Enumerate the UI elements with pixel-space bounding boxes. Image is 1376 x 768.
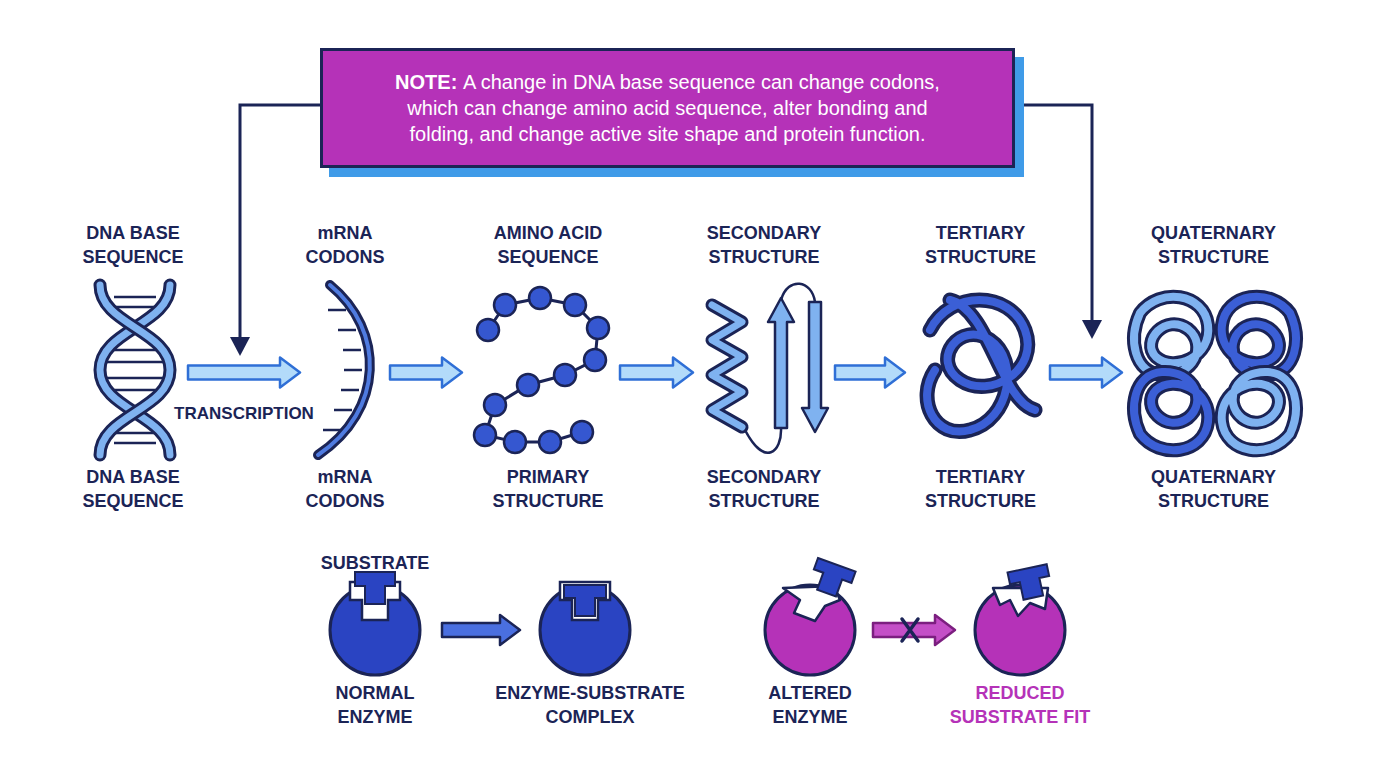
substrate-shape bbox=[808, 558, 856, 600]
substrate-shape bbox=[564, 585, 606, 616]
subunit bbox=[1134, 372, 1208, 450]
note-heading: NOTE: bbox=[395, 71, 457, 93]
subunit-outline bbox=[1134, 372, 1208, 450]
connector-label: TRANSCRIPTION bbox=[174, 403, 314, 425]
stage-panel: TERTIARY STRUCTURETERTIARY STRUCTURE bbox=[905, 285, 1050, 460]
amino-acid bbox=[587, 317, 609, 339]
stage-label: QUATERNARY STRUCTURE bbox=[1114, 465, 1314, 513]
flow-arrow bbox=[873, 615, 955, 645]
beta-strand bbox=[768, 298, 794, 428]
amino-acid bbox=[571, 421, 593, 443]
altered-enzyme-body bbox=[975, 585, 1065, 675]
mrna-strand bbox=[318, 285, 370, 455]
substrate-shape bbox=[1008, 564, 1053, 602]
stage-label: SECONDARY STRUCTURE bbox=[679, 465, 849, 513]
dna-strand bbox=[100, 285, 170, 455]
pointer-head bbox=[230, 337, 250, 356]
subunit bbox=[1222, 372, 1296, 450]
stage-label: TERTIARY STRUCTURE bbox=[896, 465, 1066, 513]
peptide-bond bbox=[485, 298, 598, 442]
flow-arrow bbox=[835, 358, 905, 388]
stage-label: PRIMARY STRUCTURE bbox=[463, 465, 633, 513]
flow-arrow bbox=[442, 615, 520, 645]
pointer-head bbox=[1082, 320, 1102, 339]
subunit bbox=[1222, 297, 1296, 375]
enzyme-panel: ALTERED ENZYME bbox=[765, 585, 855, 675]
connector-group bbox=[188, 358, 300, 388]
amino-acid bbox=[584, 349, 606, 371]
block-mark bbox=[902, 619, 918, 641]
subunit-outline bbox=[1222, 297, 1296, 375]
stage-panel: QUATERNARY STRUCTUREQUATERNARY STRUCTURE bbox=[1122, 285, 1305, 460]
folded-chain-outline bbox=[927, 300, 1035, 432]
amino-acid bbox=[529, 287, 551, 309]
amino-acid bbox=[474, 424, 496, 446]
connector-group bbox=[620, 358, 693, 388]
pointer-line bbox=[240, 105, 320, 340]
loop-line bbox=[745, 284, 815, 453]
subunit bbox=[1134, 297, 1208, 375]
flow-arrow bbox=[1050, 358, 1122, 388]
enzyme-panel: ENZYME-SUBSTRATE COMPLEX bbox=[540, 585, 630, 675]
stage-label: ALTERED ENZYME bbox=[750, 681, 870, 729]
subunit-outline bbox=[1134, 297, 1208, 375]
alpha-helix bbox=[712, 305, 742, 427]
note-text-block: NOTE:A change in DNA base sequence can c… bbox=[384, 69, 952, 147]
connector-group bbox=[1050, 358, 1122, 388]
amino-acid bbox=[539, 431, 561, 453]
active-site bbox=[560, 582, 610, 620]
stage-label: DNA BASE SEQUENCE bbox=[68, 465, 198, 513]
stage-label: mRNA CODONS bbox=[290, 465, 400, 513]
dna-strand-outline bbox=[100, 285, 170, 455]
amino-acid bbox=[517, 374, 539, 396]
mrna-strand-outline bbox=[318, 285, 370, 455]
folded-chain bbox=[927, 300, 1035, 432]
pointer-line bbox=[1015, 105, 1092, 322]
stage-panel: SECONDARY STRUCTURESECONDARY STRUCTURE bbox=[693, 285, 835, 460]
altered-enzyme-body bbox=[765, 585, 855, 675]
note-text: A change in DNA base sequence can change… bbox=[407, 71, 940, 145]
flow-arrow bbox=[390, 358, 462, 388]
substrate-shape bbox=[355, 572, 395, 604]
beta-strand bbox=[802, 302, 828, 432]
amino-acid bbox=[554, 364, 576, 386]
connector-group bbox=[873, 615, 955, 645]
connector-group bbox=[835, 358, 905, 388]
enzyme-panel: REDUCED SUBSTRATE FIT bbox=[975, 585, 1065, 675]
amino-acid bbox=[504, 431, 526, 453]
amino-acid bbox=[484, 394, 506, 416]
dna-strand bbox=[100, 285, 170, 455]
stage-panel: DNA BASE SEQUENCEDNA BASE SEQUENCE bbox=[90, 285, 188, 460]
stage-heading: QUATERNARY STRUCTURE bbox=[1114, 221, 1314, 269]
dna-strand-outline bbox=[100, 285, 170, 455]
stage-panel: mRNA CODONSmRNA CODONS bbox=[300, 285, 390, 460]
connector-group bbox=[390, 358, 462, 388]
stage-panel: AMINO ACID SEQUENCEPRIMARY STRUCTURE bbox=[462, 285, 620, 460]
amino-acid-beads bbox=[474, 287, 609, 453]
stage-heading: DNA BASE SEQUENCE bbox=[68, 221, 198, 269]
stage-label: REDUCED SUBSTRATE FIT bbox=[940, 681, 1100, 729]
enzyme-body bbox=[540, 585, 630, 675]
amino-acid bbox=[564, 294, 586, 316]
flow-arrow bbox=[188, 358, 300, 388]
flow-arrow bbox=[620, 358, 693, 388]
connector-group bbox=[442, 615, 520, 645]
stage-label: NORMAL ENZYME bbox=[315, 681, 435, 729]
stage-heading: SUBSTRATE bbox=[300, 551, 450, 575]
stage-heading: AMINO ACID SEQUENCE bbox=[463, 221, 633, 269]
stage-heading: TERTIARY STRUCTURE bbox=[896, 221, 1066, 269]
stage-label: ENZYME-SUBSTRATE COMPLEX bbox=[490, 681, 690, 729]
enzyme-panel: SUBSTRATENORMAL ENZYME bbox=[330, 585, 420, 675]
stage-heading: mRNA CODONS bbox=[290, 221, 400, 269]
stage-heading: SECONDARY STRUCTURE bbox=[679, 221, 849, 269]
alpha-helix-outline bbox=[712, 305, 742, 427]
amino-acid bbox=[477, 319, 499, 341]
amino-acid bbox=[494, 294, 516, 316]
note-box: NOTE:A change in DNA base sequence can c… bbox=[320, 48, 1015, 168]
subunit-outline bbox=[1222, 372, 1296, 450]
